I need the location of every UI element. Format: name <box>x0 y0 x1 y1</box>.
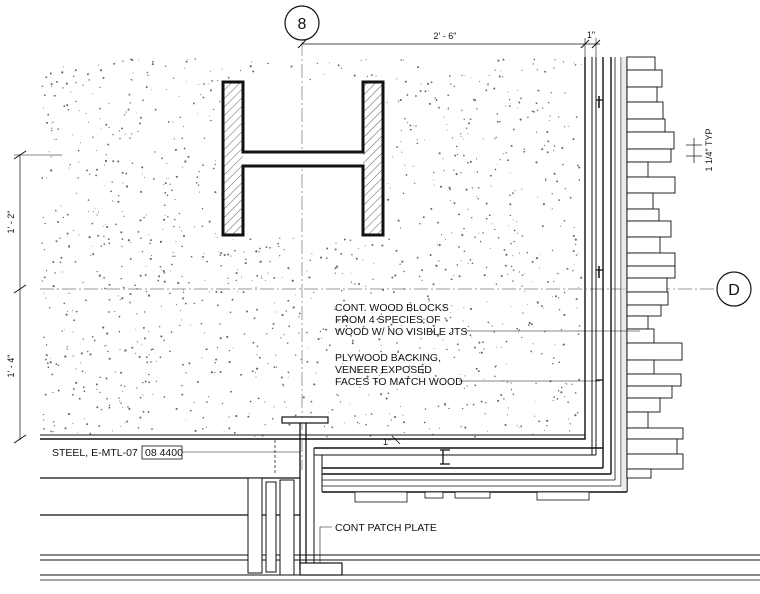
wood-block <box>626 304 662 317</box>
note-wood-blocks: CONT. WOOD BLOCKS FROM 4 SPECIES OF WOOD… <box>335 302 640 338</box>
wood-block <box>626 438 678 455</box>
wood-block <box>626 453 684 470</box>
wood-block <box>626 397 661 413</box>
dimension-left: 1' - 2" 1' - 4" <box>6 150 62 444</box>
wood-block <box>626 359 655 375</box>
wood-block <box>626 161 649 178</box>
grid-bubble-d <box>716 271 752 307</box>
wood-block <box>626 131 675 150</box>
dimension-top-width: 2' - 6" <box>434 31 457 41</box>
wood-block <box>626 342 683 361</box>
wall-layers <box>591 57 628 492</box>
steel-wide-flange-column <box>221 80 385 237</box>
wood-block <box>626 427 684 440</box>
wood-block <box>626 176 676 194</box>
wood-block <box>626 291 669 306</box>
concrete-encasement <box>40 57 586 440</box>
cap-plate <box>281 416 329 424</box>
grid-bubble-8 <box>284 5 320 41</box>
dimension-right-typ: 1 1/4" TYP <box>686 128 714 172</box>
grid-line-8: 8 <box>284 5 320 470</box>
wood-block <box>626 118 666 133</box>
wood-block <box>626 192 654 210</box>
dimension-small-mid-label: 1" <box>383 437 391 447</box>
note-patch-plate-label: CONT PATCH PLATE <box>335 522 437 534</box>
note-wood-blocks-line-3: WOOD W/ NO VISIBLE JTS <box>335 326 467 338</box>
dimension-left-upper: 1' - 2" <box>6 211 16 234</box>
wood-block <box>626 277 668 293</box>
wood-block <box>626 208 660 222</box>
wood-block <box>626 385 673 399</box>
note-steel-spec-tag: 08 4400 <box>145 447 183 459</box>
grid-bubble-d-label: D <box>728 282 740 299</box>
note-plywood-line-2: VENEER EXPOSED <box>335 364 432 376</box>
spec-tag-box <box>141 445 183 460</box>
note-plywood-line-3: FACES TO MATCH WOOD <box>335 376 463 388</box>
note-plywood-line-1: PLYWOOD BACKING, <box>335 352 441 364</box>
note-steel-label: STEEL, E-MTL-07 <box>52 447 138 459</box>
wood-block <box>626 69 663 88</box>
dimension-top: 2' - 6" 1" <box>297 30 601 57</box>
dimension-small-mid: 1" <box>383 435 401 447</box>
note-patch-plate: CONT PATCH PLATE <box>319 522 437 563</box>
wood-block <box>626 101 664 120</box>
note-wood-blocks-line-1: CONT. WOOD BLOCKS <box>335 302 449 314</box>
wood-block <box>626 373 682 387</box>
wood-block <box>626 468 652 479</box>
bottom-assembly <box>40 416 760 581</box>
dimension-right-typ-label: 1 1/4" TYP <box>704 128 714 171</box>
wood-block <box>626 236 661 254</box>
wood-block <box>626 315 649 330</box>
dimension-left-lower: 1' - 4" <box>6 355 16 378</box>
wood-block <box>626 411 649 429</box>
wood-block <box>626 56 656 71</box>
dimension-top-small: 1" <box>587 30 595 40</box>
wood-blocks <box>626 56 684 479</box>
wood-block <box>626 220 672 238</box>
wood-block <box>626 86 658 103</box>
note-plywood: PLYWOOD BACKING, VENEER EXPOSED FACES TO… <box>335 352 600 388</box>
wood-block <box>626 265 676 279</box>
note-steel: STEEL, E-MTL-07 08 4400 <box>52 445 300 460</box>
note-wood-blocks-line-2: FROM 4 SPECIES OF <box>335 314 441 326</box>
grid-bubble-8-label: 8 <box>298 16 307 33</box>
wood-block <box>626 252 676 267</box>
wood-block <box>626 148 672 163</box>
